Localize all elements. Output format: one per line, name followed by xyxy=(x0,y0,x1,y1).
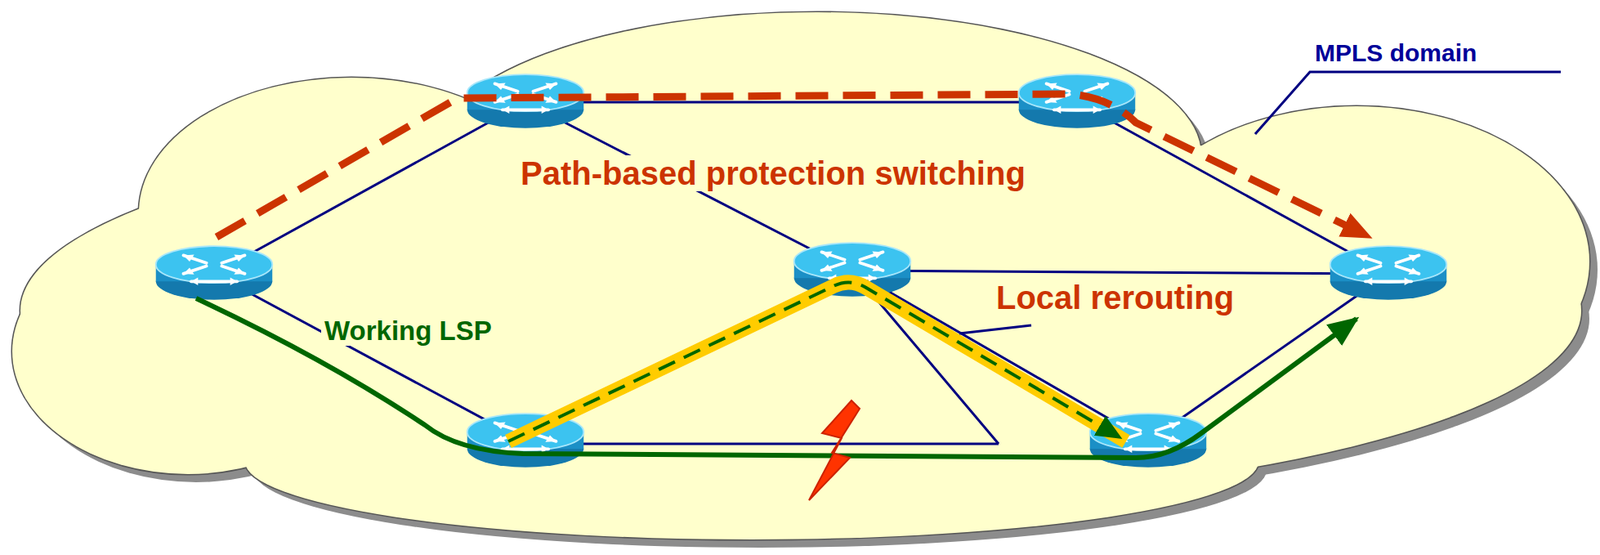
cloud-fill xyxy=(12,12,1590,540)
working-lsp xyxy=(196,298,1357,458)
path-label: Local rerouting xyxy=(992,279,1238,316)
network-links xyxy=(214,102,1389,444)
link-failure-bolt xyxy=(808,400,860,501)
router-icons xyxy=(156,74,1448,468)
path-label: Working LSP xyxy=(321,316,496,346)
protection-path xyxy=(216,93,1370,237)
leader-line xyxy=(959,325,1032,334)
path-label: Path-based protection switching xyxy=(517,155,1029,192)
cloud-outline xyxy=(12,12,1590,540)
region-label: MPLS domain xyxy=(1311,39,1480,67)
leader-line xyxy=(1255,71,1561,135)
